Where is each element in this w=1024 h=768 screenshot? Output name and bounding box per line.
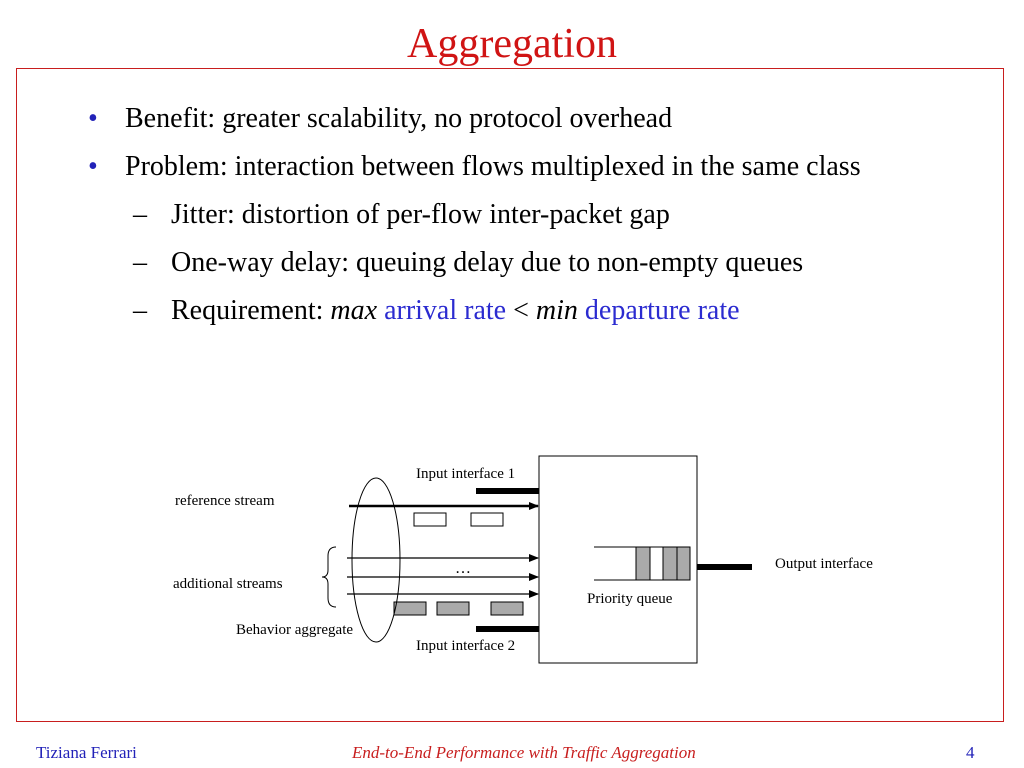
aggregate-packet bbox=[436, 601, 470, 616]
queue-packet bbox=[649, 546, 664, 581]
dash-marker: – bbox=[133, 247, 147, 278]
queue-packet bbox=[662, 546, 678, 581]
dash-marker: – bbox=[133, 295, 147, 326]
input-interface-2-label: Input interface 2 bbox=[416, 638, 515, 654]
footer-talk-title: End-to-End Performance with Traffic Aggr… bbox=[352, 743, 696, 762]
bullet-benefit: Benefit: greater scalability, no protoco… bbox=[88, 100, 908, 138]
bullet-problem-text: Problem: interaction between flows multi… bbox=[125, 151, 861, 182]
footer-page-number: 4 bbox=[966, 743, 975, 762]
requirement-less-than: < bbox=[513, 295, 529, 326]
sub-bullet-delay: –One-way delay: queuing delay due to non… bbox=[88, 244, 908, 282]
requirement-max: max bbox=[330, 295, 378, 326]
bullet-benefit-text: Benefit: greater scalability, no protoco… bbox=[125, 103, 673, 134]
streams-brace bbox=[321, 546, 337, 608]
bullet-problem: Problem: interaction between flows multi… bbox=[88, 148, 908, 186]
aggregate-packet bbox=[490, 601, 524, 616]
priority-queue-label: Priority queue bbox=[587, 591, 673, 607]
queue-packet bbox=[676, 546, 691, 581]
queue-packet bbox=[635, 546, 651, 581]
bullet-list: Benefit: greater scalability, no protoco… bbox=[88, 100, 908, 340]
requirement-min: min bbox=[535, 295, 578, 326]
content-frame bbox=[16, 68, 1004, 722]
behavior-aggregate-ellipse bbox=[351, 477, 401, 643]
streams-ellipsis: … bbox=[455, 560, 471, 577]
requirement-departure-rate: departure rate bbox=[584, 295, 740, 326]
additional-streams-label: additional streams bbox=[173, 576, 283, 592]
aggregate-packet bbox=[393, 601, 427, 616]
dash-marker: – bbox=[133, 199, 147, 230]
requirement-prefix: Requirement: bbox=[171, 295, 324, 326]
sub-bullet-jitter-text: Jitter: distortion of per-flow inter-pac… bbox=[171, 199, 670, 230]
reference-packet bbox=[470, 512, 504, 527]
reference-packet bbox=[413, 512, 447, 527]
behavior-aggregate-label: Behavior aggregate bbox=[236, 622, 353, 638]
reference-stream-label: reference stream bbox=[175, 493, 275, 509]
input-interface-1-label: Input interface 1 bbox=[416, 466, 515, 482]
sub-bullet-delay-text: One-way delay: queuing delay due to non-… bbox=[171, 247, 804, 278]
footer-author: Tiziana Ferrari bbox=[36, 743, 137, 762]
sub-bullet-requirement: –Requirement: max arrival rate < min dep… bbox=[88, 292, 908, 330]
output-interface-label: Output interface bbox=[775, 556, 873, 572]
requirement-arrival-rate: arrival rate bbox=[384, 295, 507, 326]
sub-bullet-jitter: –Jitter: distortion of per-flow inter-pa… bbox=[88, 196, 908, 234]
slide-title: Aggregation bbox=[407, 21, 617, 67]
